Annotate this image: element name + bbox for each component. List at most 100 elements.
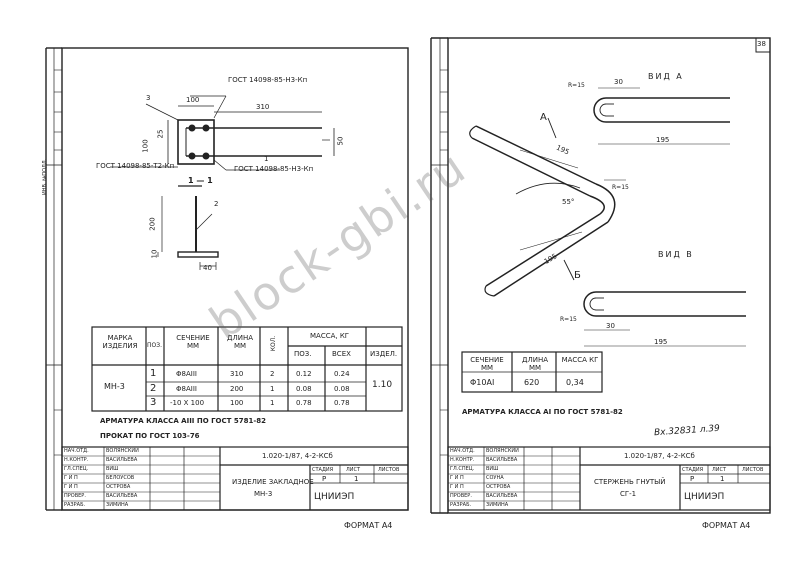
role-label: Г И П — [64, 484, 78, 490]
role-name: ВАСИЛЬЕВА — [486, 457, 518, 463]
dim-310-label: 310 — [256, 103, 270, 111]
role-label: РАЗРАБ. — [450, 502, 472, 508]
stamp-code: 1.020-1/87, 4-2-КСб — [262, 452, 333, 460]
stamp-sheets-header: ЛИСТОВ — [378, 467, 400, 473]
stamp-sheet-header: ЛИСТ — [712, 467, 727, 473]
left-plan-view — [110, 95, 335, 171]
stamp-title: ИЗДЕЛИЕ ЗАКЛАДНОЕ — [232, 478, 314, 486]
role-name: ВОЛЯНСКИЙ — [486, 448, 519, 454]
left-section-view — [157, 185, 219, 270]
right-table-header-mass: МАССА КГ — [561, 356, 599, 364]
role-name: ВОЛЯНСКИЙ — [106, 448, 139, 454]
right-title-block-grid — [447, 446, 771, 511]
stamp-stage-header: СТАДИЯ — [312, 467, 334, 473]
table-header-mass: МАССА, КГ — [310, 332, 350, 340]
left-sheet — [45, 47, 409, 511]
r15-b-label: R=15 — [560, 316, 577, 323]
right-table-header-length: ДЛИНА ММ — [521, 356, 549, 372]
page-number: 38 — [757, 40, 766, 48]
dim-100v-label: 100 — [141, 139, 150, 153]
left-side-stamp-1: ИНВ. №ПОДЛ. — [42, 158, 48, 195]
section-label: 1 — 1 — [188, 176, 213, 185]
stamp-title-mark: МН-3 — [254, 490, 273, 498]
role-label: ГЛ.СПЕЦ. — [450, 466, 475, 472]
dim-30-b-label: 30 — [606, 322, 615, 330]
stamp-sheet-header: ЛИСТ — [346, 467, 361, 473]
role-label: ГЛ.СПЕЦ. — [64, 466, 89, 472]
dim-195-a-label: 195 — [656, 136, 670, 144]
table-header-qty: КОЛ. — [270, 335, 278, 352]
right-frame — [447, 37, 771, 514]
row-mass-pos: 0.12 — [296, 370, 312, 378]
table-header-mass-all: ВСЕХ — [332, 350, 351, 358]
r15-mid-label: R=15 — [612, 184, 629, 191]
row-mass-all: 0.24 — [334, 370, 350, 378]
dim-25-label: 25 — [156, 129, 165, 139]
row-length: 200 — [230, 385, 244, 393]
left-spec-table-grid — [91, 326, 403, 412]
row-section: Φ8АIII — [176, 385, 197, 393]
left-format-label: ФОРМАТ А4 — [344, 521, 393, 530]
dim-30-a-label: 30 — [614, 78, 623, 86]
dim-50-label: 50 — [336, 136, 345, 146]
stamp-sheets-header: ЛИСТОВ — [742, 467, 764, 473]
left-note-rolled: ПРОКАТ ПО ГОСТ 103-76 — [100, 432, 200, 440]
role-label: ПРОВЕР. — [64, 493, 86, 499]
view-a-drawing — [593, 87, 730, 145]
table-header-mass-item: ИЗДЕЛ. — [370, 350, 398, 358]
row-pos: 1 — [150, 368, 157, 379]
stamp-title-mark: СГ-1 — [620, 490, 637, 498]
role-name: ОСТРОВА — [486, 484, 511, 490]
role-name: ЗИМИНА — [486, 502, 509, 508]
row-length: 310 — [230, 370, 244, 378]
dim-100-label: 100 — [186, 96, 200, 104]
view-b-label: ВИД В — [658, 250, 694, 259]
role-name: ОСТРОВА — [106, 484, 131, 490]
row-section: -10 X 100 — [170, 399, 205, 407]
right-table-header-section: СЕЧЕНИЕ ММ — [470, 356, 504, 372]
right-table-section: Φ10АI — [470, 378, 495, 387]
role-label: Г И П — [64, 475, 78, 481]
dim-195-b-label: 195 — [654, 338, 668, 346]
right-sheet — [430, 37, 771, 514]
table-header-mark: МАРКА ИЗДЕЛИЯ — [102, 334, 138, 350]
table-header-length: ДЛИНА ММ — [226, 334, 254, 350]
stamp-title: СТЕРЖЕНЬ ГНУТЫЙ — [594, 478, 666, 486]
table-item-mass: 1.10 — [372, 380, 393, 390]
role-label: Н.КОНТР. — [64, 457, 89, 463]
r15-a-label: R=15 — [568, 82, 585, 89]
view-b-drawing — [583, 291, 746, 347]
role-label: НАЧ.ОТД. — [64, 448, 89, 454]
role-name: СОУНА — [486, 475, 504, 481]
row-mass-all: 0.08 — [334, 385, 350, 393]
row-qty: 1 — [270, 385, 275, 393]
pos-2-label: 2 — [214, 200, 219, 208]
left-frame — [61, 47, 409, 511]
table-mark-value: МН-3 — [104, 382, 125, 391]
role-name: БЕЛОУСОВ — [106, 475, 135, 481]
role-name: ВАСИЛЬЕВА — [106, 493, 138, 499]
gost-bottom-label: ГОСТ 14098-85-Н3-Кп — [234, 165, 314, 173]
role-name: ВАСИЛЬЕВА — [106, 457, 138, 463]
left-title-block-grid — [61, 446, 409, 511]
row-mass-pos: 0.78 — [296, 399, 312, 407]
dim-10-label: 10 — [150, 249, 159, 259]
row-section: Φ8АIII — [176, 370, 197, 378]
stamp-stage-header: СТАДИЯ — [682, 467, 704, 473]
arrow-b-label: Б — [574, 270, 581, 281]
role-label: РАЗРАБ. — [64, 502, 86, 508]
role-name: ВИШ — [486, 466, 499, 472]
stamp-sheet: 1 — [720, 475, 725, 483]
table-header-section: СЕЧЕНИЕ ММ — [176, 334, 210, 350]
right-format-label: ФОРМАТ А4 — [702, 521, 751, 530]
dim-200-label: 200 — [148, 217, 157, 231]
stamp-stage: Р — [690, 475, 695, 483]
row-mass-pos: 0.08 — [296, 385, 312, 393]
row-qty: 2 — [270, 370, 275, 378]
row-pos: 2 — [150, 383, 157, 394]
gost-top-label: ГОСТ 14098-85-Н3-Кп — [228, 76, 308, 84]
pos-1-label: 1 — [264, 155, 269, 163]
left-note-rebar: АРМАТУРА КЛАССА АIII ПО ГОСТ 5781-82 — [100, 417, 266, 425]
stamp-org: ЦНИИЭП — [314, 492, 355, 502]
role-label: НАЧ.ОТД. — [450, 448, 475, 454]
